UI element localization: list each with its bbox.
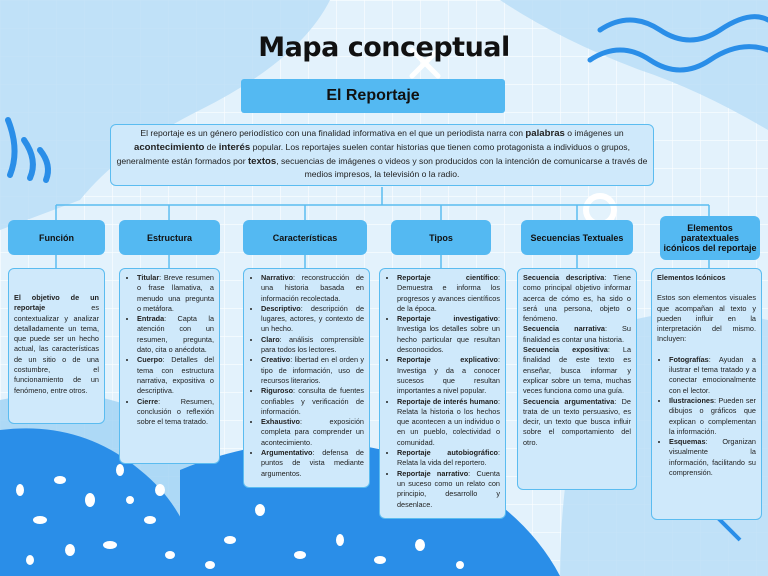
list-item: Creativo: libertad en el orden y tipo de… [261,355,364,386]
paragraph: Secuencia narrativa: Su finalidad es con… [523,324,631,344]
list-item: Cierre: Resumen, conclusión o reflexión … [137,397,214,428]
list-item: Entrada: Capta la atención con un resume… [137,314,214,355]
list-item: Fotografías: Ayudan a ilustrar el tema t… [669,355,756,396]
list-item: Riguroso: consulta de fuentes confiables… [261,386,364,417]
definition-box: El reportaje es un género periodístico c… [110,124,654,186]
elementos-subtitle: Elementos Icónicos [657,273,726,282]
list-item: Reportaje de interés humano: Relata la h… [397,397,500,448]
list-item: Cuerpo: Detalles del tema con estructura… [137,355,214,396]
paragraph: Secuencia descriptiva: Tiene como princi… [523,273,631,324]
definition-text: , secuencias de imágenes o videos y son … [276,155,648,180]
list-item: Reportaje investigativo: Investiga los d… [397,314,500,355]
main-topic-box: El Reportaje [241,79,505,113]
header-caracteristicas: Características [243,220,367,255]
list-item: Narrativo: reconstrucción de una histori… [261,273,364,304]
header-elementos: Elementos paratextuales icónicos del rep… [660,216,760,260]
list-item: Esquemas: Organizan visualmente la infor… [669,437,756,478]
box-secuencias: Secuencia descriptiva: Tiene como princi… [517,268,637,490]
box-tipos: Reportaje científico: Demuestra e inform… [379,268,506,519]
definition-text: de [204,141,219,152]
paragraph: Secuencia argumentativa: De trata de un … [523,396,631,447]
list-item: Reportaje autobiográfico: Relata la vida… [397,448,500,469]
paragraph: Secuencia expositiva: La finalidad de es… [523,345,631,396]
box-estructura: Titular: Breve resumen o frase llamativa… [119,268,220,464]
list-item: Reportaje narrativo: Cuenta un suceso co… [397,469,500,510]
definition-keyword: textos [247,155,277,167]
list-item: Exhaustivo: exposición completa para com… [261,417,364,448]
header-tipos: Tipos [391,220,491,255]
funcion-lead: El objetivo de un reportaje [14,293,99,313]
definition-keyword: interés [218,141,251,153]
list-item: Ilustraciones: Pueden ser dibujos o gráf… [669,396,756,437]
definition-keyword: acontecimiento [134,141,205,153]
box-funcion: El objetivo de un reportaje es contextua… [8,268,105,424]
list-item: Descriptivo: descripción de lugares, act… [261,304,364,335]
list-item: Titular: Breve resumen o frase llamativa… [137,273,214,314]
page-title: Mapa conceptual [258,32,510,63]
definition-keyword: palabras [525,128,565,139]
definition-text: El reportaje es un género periodístico c… [140,128,526,138]
header-secuencias: Secuencias Textuales [521,220,633,255]
definition-text: o imágenes un [564,128,624,138]
funcion-text: es contextualizar y analizar detalladame… [14,303,99,395]
definition-text: popular. Los reportajes suelen contar hi… [116,141,630,166]
header-funcion: Función [8,220,105,255]
header-estructura: Estructura [119,220,220,255]
list-item: Reportaje científico: Demuestra e inform… [397,273,500,314]
list-item: Reportaje explicativo: Investiga y da a … [397,355,500,396]
box-caracteristicas: Narrativo: reconstrucción de una histori… [243,268,370,488]
elementos-intro: Estos son elementos visuales que acompañ… [657,293,756,344]
box-elementos: Elementos Icónicos Estos son elementos v… [651,268,762,520]
list-item: Claro: análisis comprensible para todos … [261,335,364,356]
list-item: Argumentativo: defensa de puntos de vist… [261,448,364,479]
